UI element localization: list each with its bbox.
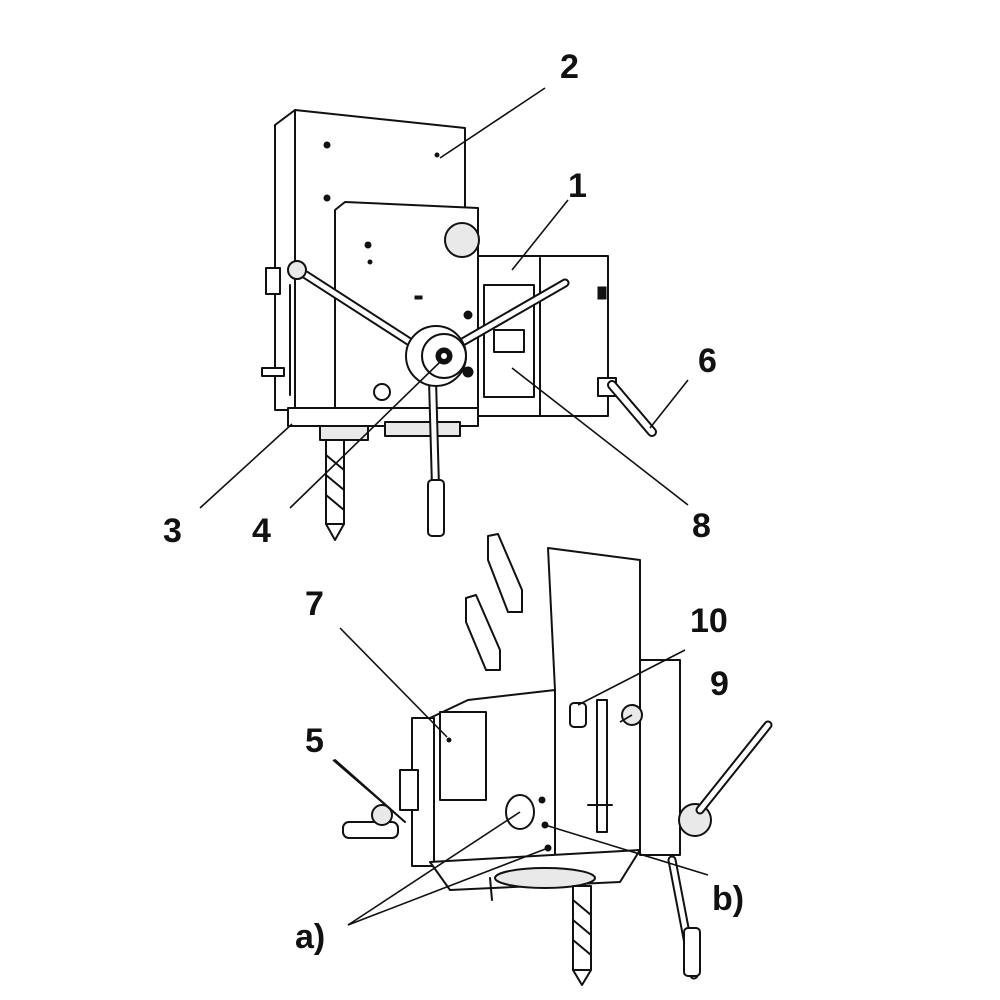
drill-bit-front: [325, 439, 345, 541]
top-knob: [444, 222, 480, 258]
label-9: 9: [710, 665, 729, 703]
label-7: 7: [305, 585, 324, 623]
depth-scale: [596, 699, 608, 833]
label-5: 5: [305, 722, 324, 760]
depth-stop-knob: [569, 702, 587, 728]
label-6: 6: [698, 342, 717, 380]
callout-labels: 1 2 3 4 5 6 7 8 9 10 a) b): [163, 48, 744, 956]
drill-head-rear-view: [334, 533, 773, 986]
label-b: b): [712, 880, 744, 918]
side-crank: [597, 377, 657, 437]
control-display: [493, 329, 525, 353]
label-1: 1: [568, 167, 587, 205]
label-3: 3: [163, 512, 182, 550]
label-8: 8: [692, 507, 711, 545]
label-10: 10: [690, 602, 728, 640]
side-panel: [439, 711, 487, 801]
rear-main-housing: [547, 547, 641, 861]
drill-head-front-view: [261, 109, 657, 541]
label-a: a): [295, 918, 325, 956]
leader-lines: [199, 87, 709, 926]
right-handles: [667, 720, 773, 980]
label-2: 2: [560, 48, 579, 86]
feed-handle-assembly: [287, 260, 570, 537]
drill-bit-rear: [572, 885, 592, 986]
label-4: 4: [252, 512, 271, 550]
